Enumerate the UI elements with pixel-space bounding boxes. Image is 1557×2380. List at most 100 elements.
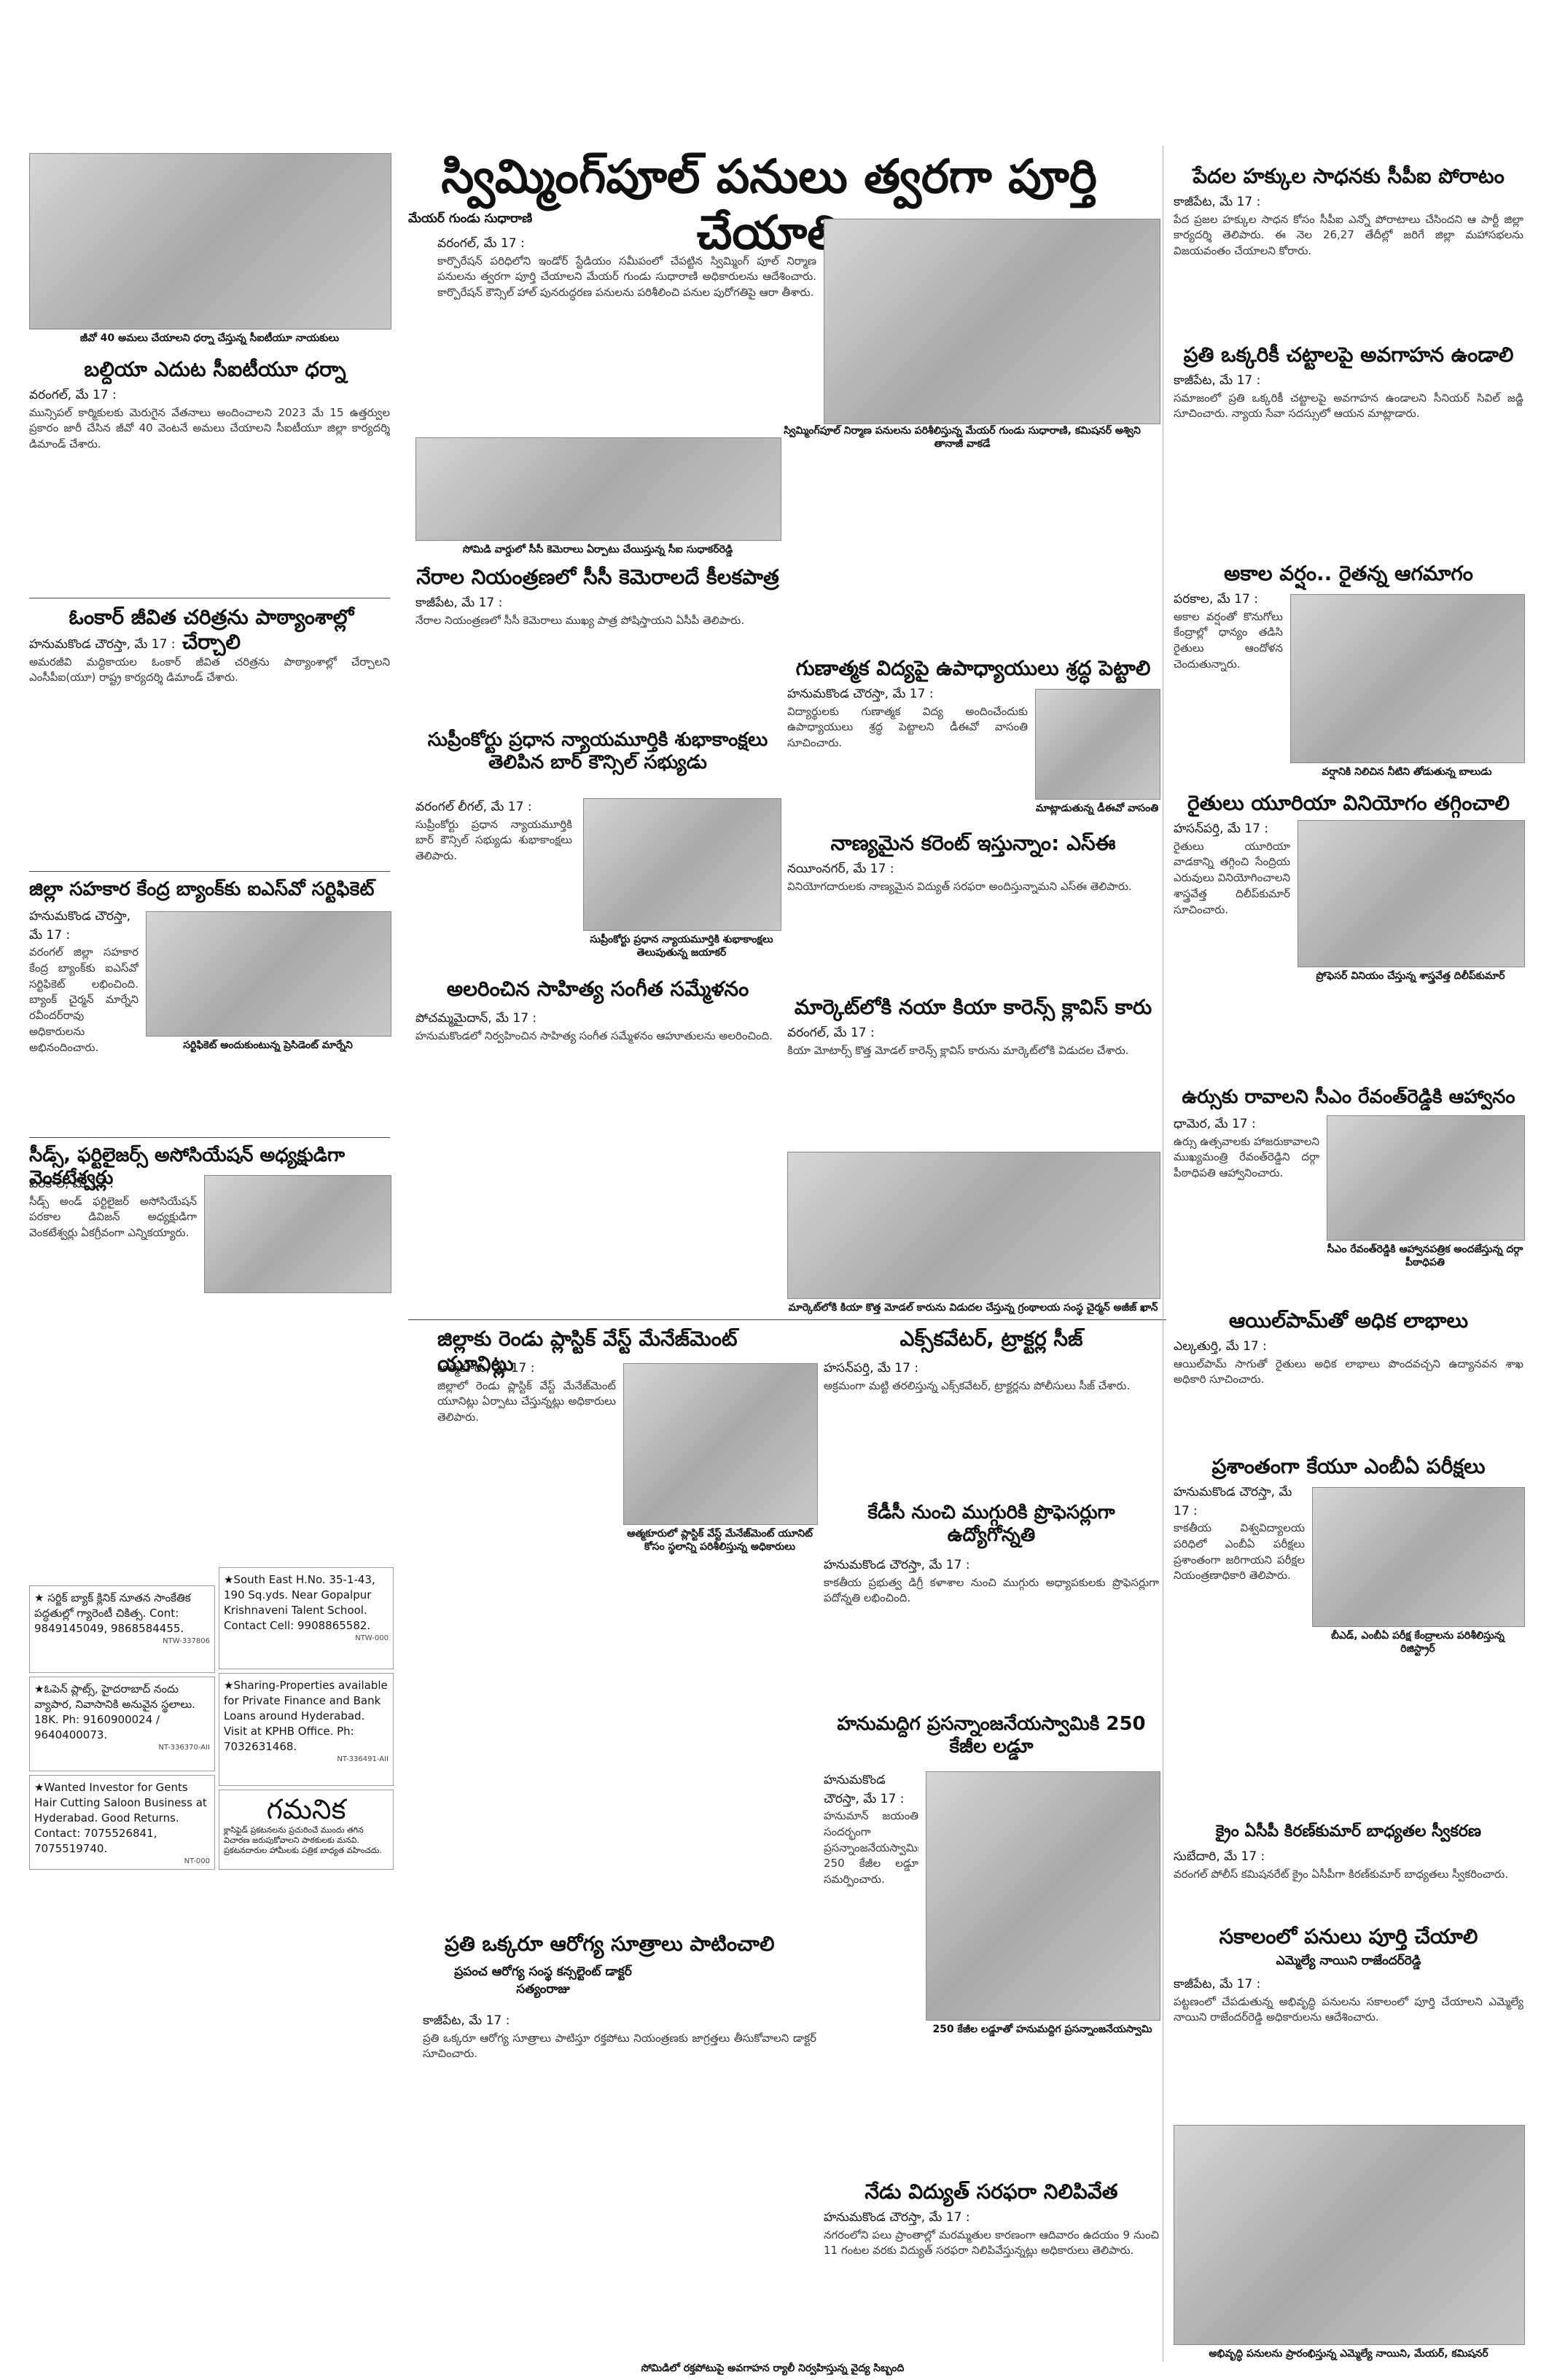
photo-caption: సుప్రీంకోర్టు ప్రధాన న్యాయమూర్తికి శుభాక…: [590, 934, 773, 959]
dateline: వరంగల్ లీగల్, మే 17 :: [415, 800, 532, 814]
dateline: హసన్‌పర్తి, మే 17 :: [1174, 822, 1269, 836]
story-body: అక్రమంగా మట్టి తరలిస్తున్న ఎక్స్‌కవేటర్,…: [824, 1378, 1131, 1392]
ad-code: NT-000: [184, 1857, 210, 1865]
dateline: వరంగల్, మే 17 :: [437, 236, 525, 251]
headline-teachers: గుణాత్మక విద్యపై ఉపాధ్యాయులు శ్రద్ధ పెట్…: [795, 656, 1151, 680]
story-body: రైతులు యూరియా వాడకాన్ని తగ్గించి సేంద్రి…: [1174, 839, 1290, 916]
ad-text: ★ఓపెన్ ప్లాట్స్, హైదరాబాద్ నందు వ్యాపార,…: [34, 1682, 195, 1741]
headline-crime-acp: క్రైం ఏసీపీ కిరణ్‌కుమార్ బాధ్యతల స్వీకరణ: [1215, 1822, 1482, 1841]
photo-caption: సోమిడి వార్డులో సీసీ కెమెరాలు ఏర్పాటు చే…: [462, 544, 733, 555]
dateline: హనుమకొండ చౌరస్తా, మే 17 :: [29, 909, 130, 943]
classified-ad: ★South East H.No. 35-1-43, 190 Sq.yds. N…: [219, 1567, 394, 1669]
dateline: సుబేదారి, మే 17 :: [1174, 1849, 1265, 1864]
headline-kdc: కేడీసీ నుంచి ముగ్గురికి ప్రొఫెసర్లుగా ఉద…: [867, 1502, 1115, 1547]
hanuman-photo: [926, 1771, 1160, 2021]
ad-code: NT-336491-AII: [337, 1755, 389, 1763]
photo-caption: స్విమ్మింగ్‌పూల్ నిర్మాణ పనులను పరిశీలిస…: [784, 425, 1141, 450]
story-body: వినియోగదారులకు నాణ్యమైన విద్యుత్ సరఫరా అ…: [787, 879, 1132, 893]
story-body: సమాజంలో ప్రతి ఒక్కరికీ చట్టాలపై అవగాహన ఉ…: [1174, 391, 1523, 421]
story-body: హనుమాన్ జయంతి సందర్భంగా ప్రసన్నాంజనేయస్వ…: [824, 1809, 918, 1886]
dateline: పరకాల, మే 17 :: [1174, 592, 1258, 606]
story-body: అమరజీవి మద్దికాయల ఓంకార్ జీవిత చరిత్రను …: [29, 655, 390, 684]
byline-sakalam: ఎమ్మెల్యే నాయిని రాజేందర్‌రెడ్డి: [1276, 1954, 1421, 1968]
headline-baldia-dharna: బల్దియా ఎదుట సీఐటీయూ ధర్నా: [84, 357, 346, 381]
headline-seeds: సీడ్స్, ఫర్టిలైజర్స్ అసోసియేషన్ అధ్యక్షు…: [29, 1144, 346, 1190]
headline-power-cut: నేడు విద్యుత్ సరఫరా నిలిపివేత: [865, 2180, 1118, 2204]
headline-cm-invite: ఉర్సుకు రావాలని సీఎం రేవంత్‌రెడ్డికి ఆహ్…: [1182, 1086, 1515, 1108]
dateline: వరంగల్, మే 17 :: [29, 388, 117, 402]
ad-text: ★ సర్జిక్ బ్యాక్ క్లినిక్ నూతన సాంకేతిక …: [34, 1591, 191, 1635]
rain-photo: [1290, 594, 1525, 763]
photo-caption: 250 కేజీల లడ్డూతో హనుమద్దిగ ప్రసన్నాంజనే…: [932, 2024, 1152, 2035]
headline-sakalam: సకాలంలో పనులు పూర్తి చేయాలి: [1219, 1924, 1478, 1948]
dateline: పోచమ్మమైదాన్, మే 17 :: [415, 1011, 537, 1026]
headline-oilpalm: ఆయిల్‌పామ్‌తో అధిక లాభాలు: [1228, 1308, 1469, 1333]
classified-ad: ★Wanted Investor for Gents Hair Cutting …: [29, 1775, 215, 1870]
story-body: హనుమకొండలో నిర్వహించిన సాహిత్య సంగీత సమ్…: [415, 1029, 773, 1042]
headline-dccb: జిల్లా సహకార కేంద్ర బ్యాంక్‌కు ఐఎస్‌వో స…: [29, 878, 375, 900]
headline-hanuman: హనుమద్దిగ ప్రసన్నాంజనేయస్వామికి 250 కేజీ…: [837, 1713, 1146, 1758]
notice-body: క్లాసిఫైడ్ ప్రకటనలను ప్రచురించే ముందు తగ…: [224, 1825, 382, 1856]
dateline: కాజీపేట, మే 17 :: [1174, 373, 1261, 388]
headline-omkar: ఓంకార్ జీవిత చరిత్రను పాఠ్యాంశాల్లో చేర్…: [69, 605, 354, 654]
photo-caption: అభివృద్ధి పనులను ప్రారంభిస్తున్న ఎమ్మెల్…: [1209, 2348, 1488, 2360]
headline-excavator: ఎక్స్‌కవేటర్, ట్రాక్టర్ల సీజ్: [900, 1327, 1083, 1351]
cm-photo: [1327, 1115, 1525, 1241]
photo-caption: సోమిడిలో రక్తపోటుపై అవగాహన ర్యాలీ నిర్వహ…: [641, 2363, 905, 2374]
story-body: కాకతీయ ప్రభుత్వ డిగ్రీ కళాశాల నుంచి ముగ్…: [824, 1575, 1159, 1605]
story-body: సీడ్స్ అండ్ ఫర్టిలైజర్ అసోసియేషన్ పరకాల …: [29, 1194, 197, 1240]
ad-text: ★South East H.No. 35-1-43, 190 Sq.yds. N…: [224, 1573, 375, 1632]
story-body: కార్పొరేషన్ పరిధిలోని ఇండోర్ స్టేడియం సమ…: [437, 254, 816, 300]
dateline: హనుమకొండ చౌరస్తా, మే 17 :: [824, 2210, 970, 2225]
story-body: కాకతీయ విశ్వవిద్యాలయ పరిధిలో ఎంబీఏ పరీక్…: [1174, 1521, 1305, 1583]
dateline: వరంగల్, మే 17 :: [787, 1026, 875, 1040]
dharna-photo: [29, 153, 391, 329]
headline-kia: మార్కెట్‌లోకి నయా కియా కారెన్స్ క్లావిస్…: [794, 995, 1152, 1019]
story-body: ఆయిల్‌పామ్ సాగుతో రైతులు అధిక లాభాలు పొం…: [1174, 1357, 1523, 1386]
dateline: పరకాల, మే 17 :: [29, 1177, 114, 1191]
dateline: కాజీపేట, మే 17 :: [1174, 1977, 1261, 1991]
story-body: నేరాల నియంత్రణలో సీసీ కెమెరాలు ముఖ్య పాత…: [415, 613, 745, 627]
story-body: ఉర్సు ఉత్సవాలకు హాజరుకావాలని ముఖ్యమంత్రి…: [1174, 1134, 1319, 1180]
dateline: కాజీపేట, మే 17 :: [423, 2013, 510, 2028]
sakalam-photo: [1174, 2125, 1525, 2345]
dateline: హసన్‌పర్తి, మే 17 :: [824, 1361, 919, 1376]
headline-cpi: పేదల హక్కుల సాధనకు సీపీఐ పోరాటం: [1193, 164, 1505, 188]
byline-health: ప్రపంచ ఆరోగ్య సంస్థ కన్సల్టెంట్ డాక్టర్ …: [454, 1965, 632, 1997]
story-body: పేద ప్రజల హక్కుల సాధన కోసం సీపీఐ ఎన్నో ప…: [1174, 212, 1523, 258]
headline-health: ప్రతి ఒక్కరూ ఆరోగ్య సూత్రాలు పాటించాలి: [445, 1932, 775, 1956]
photo-caption: సీఎం రేవంత్‌రెడ్డికి ఆహ్వానపత్రిక అందజేస…: [1327, 1244, 1523, 1269]
photo-caption: వర్షానికి నిలిచిన నీటిని తోడుతున్న బాలుడ…: [1322, 766, 1492, 778]
ad-text: ★Wanted Investor for Gents Hair Cutting …: [34, 1781, 207, 1855]
story-body: వరంగల్ పోలీస్ కమిషనరేట్ క్రైం ఏసీపీగా కి…: [1174, 1867, 1509, 1881]
story-body: కియా మోటార్స్ కొత్త మోడల్ కారెన్స్ క్లావ…: [787, 1043, 1129, 1057]
kia-photo: [787, 1152, 1160, 1299]
story-body: సుప్రీంకోర్టు ప్రధాన న్యాయమూర్తికి బార్ …: [415, 817, 572, 863]
story-body: ప్రతి ఒక్కరూ ఆరోగ్య సూత్రాలు పాటిస్తూ రక…: [423, 2031, 816, 2061]
headline-plastic: జిల్లాకు రెండు ప్లాస్టిక్ వేస్ట్ మేనేజ్‌…: [437, 1327, 738, 1376]
plastic-photo: [623, 1363, 818, 1525]
ad-code: NTW-337806: [163, 1637, 210, 1645]
dateline: ధామెర, మే 17 :: [1174, 1117, 1256, 1131]
dateline: హనుమకొండ చౌరస్తా, మే 17 :: [787, 687, 934, 701]
dateline: హనుమకొండ చౌరస్తా, మే 17 :: [1174, 1485, 1292, 1518]
photo-caption: ఆత్మకూరులో ప్లాస్టిక్ వేస్ట్ మేనేజ్‌మెంట…: [627, 1528, 813, 1553]
photo-caption: ప్రోఫెసర్ వినియం చేస్తున్న శాస్త్రవేత్త …: [1316, 970, 1505, 982]
notice-box: గమనిక క్లాసిఫైడ్ ప్రకటనలను ప్రచురించే ము…: [219, 1790, 394, 1870]
headline-supreme-court: సుప్రీంకోర్టు ప్రధాన న్యాయమూర్తికి శుభాక…: [427, 729, 768, 774]
headline-sahitya: అలరించిన సాహిత్య సంగీత సమ్మేళనం: [446, 977, 749, 1001]
dateline: హనుమకొండ చౌరస్తా, మే 17 :: [29, 637, 176, 652]
dateline: కాజీపేట, మే 17 :: [1174, 195, 1261, 209]
notice-title: గమనిక: [266, 1793, 346, 1825]
classified-ad: ★Sharing-Properties available for Privat…: [219, 1673, 394, 1786]
headline-mba-exams: ప్రశాంతంగా కేయూ ఎంబీఏ పరీక్షలు: [1211, 1454, 1486, 1478]
dateline: ఆత్మకూరు, మే 17 :: [437, 1361, 535, 1376]
photo-caption: మార్కెట్‌లోకి కియా కొత్త మోడల్ కారును వి…: [788, 1302, 1158, 1314]
story-body: పట్టణంలో చేపడుతున్న అభివృద్ధి పనులను సకా…: [1174, 1994, 1523, 2024]
ad-text: ★Sharing-Properties available for Privat…: [224, 1679, 388, 1753]
dateline: నయీంనగర్, మే 17 :: [787, 862, 894, 876]
headline-urea: రైతులు యూరియా వినియోగం తగ్గించాలి: [1187, 791, 1510, 815]
ad-code: NT-336370-AII: [158, 1744, 210, 1752]
classified-ad: ★ఓపెన్ ప్లాట్స్, హైదరాబాద్ నందు వ్యాపార,…: [29, 1677, 215, 1771]
story-body: విద్యార్థులకు గుణాత్మక విద్య అందించేందుక…: [787, 704, 1028, 750]
